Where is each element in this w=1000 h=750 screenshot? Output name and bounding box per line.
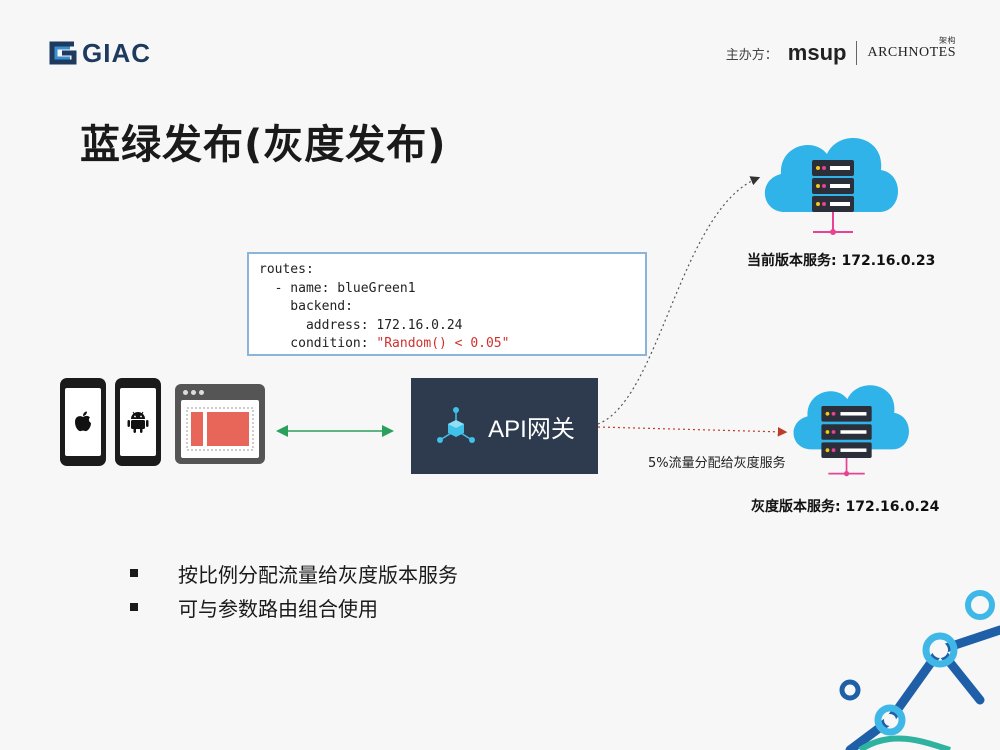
sponsor-divider: [856, 41, 858, 65]
route-config-code: routes: - name: blueGreen1 backend: addr…: [247, 252, 647, 356]
bullet-list: 按比例分配流量给灰度版本服务 可与参数路由组合使用: [130, 556, 458, 624]
bullet-text: 可与参数路由组合使用: [178, 596, 378, 621]
gateway-gray-arrow: [597, 426, 788, 437]
bullet-square-icon: [130, 569, 138, 577]
code-line: routes:: [259, 262, 314, 277]
sponsor-msup: msup: [787, 40, 847, 65]
android-phone: [115, 378, 161, 466]
android-icon: [127, 411, 149, 433]
sponsor-archnotes-small: 架构: [939, 36, 956, 45]
slide-title: 蓝绿发布(灰度发布): [80, 122, 447, 168]
ios-phone: [60, 378, 106, 466]
code-line: backend:: [259, 299, 353, 314]
code-line: condition:: [259, 336, 377, 351]
gateway-icon: [437, 407, 476, 443]
traffic-split-note: 5%流量分配给灰度服务: [648, 456, 786, 471]
api-gateway-box: API网关: [411, 378, 598, 474]
sponsor-label: 主办方：: [725, 47, 778, 63]
current-server-label: 当前版本服务: 172.16.0.23: [747, 253, 936, 269]
browser-content-icon: [186, 407, 254, 451]
bullet-item: 可与参数路由组合使用: [130, 590, 458, 624]
giac-logo-icon: [49, 41, 77, 65]
giac-logo: GIAC: [44, 38, 151, 68]
gateway-current-arrow: [597, 176, 761, 425]
gray-server-label: 灰度版本服务: 172.16.0.24: [751, 499, 940, 515]
bullet-square-icon: [130, 603, 138, 611]
gateway-label: API网关: [488, 415, 575, 443]
current-server-cloud-icon: [764, 138, 899, 235]
bullet-item: 按比例分配流量给灰度版本服务: [130, 556, 458, 590]
bullet-text: 按比例分配流量给灰度版本服务: [178, 562, 458, 587]
sponsor-archnotes: 架构 ARCHNOTES: [867, 36, 956, 61]
gray-server-cloud-icon: [793, 385, 909, 477]
code-condition-value: "Random() < 0.05": [376, 336, 510, 351]
code-line: address: 172.16.0.24: [259, 317, 463, 333]
code-line: - name: blueGreen1: [259, 280, 416, 296]
web-browser: [175, 384, 265, 464]
apple-icon: [75, 411, 91, 432]
sponsor-archnotes-name: ARCHNOTES: [867, 45, 956, 60]
brand-name: GIAC: [82, 37, 151, 68]
decorative-network-graphic: [839, 590, 1000, 750]
sponsor-bar: 主办方： msup 架构 ARCHNOTES: [725, 36, 956, 66]
